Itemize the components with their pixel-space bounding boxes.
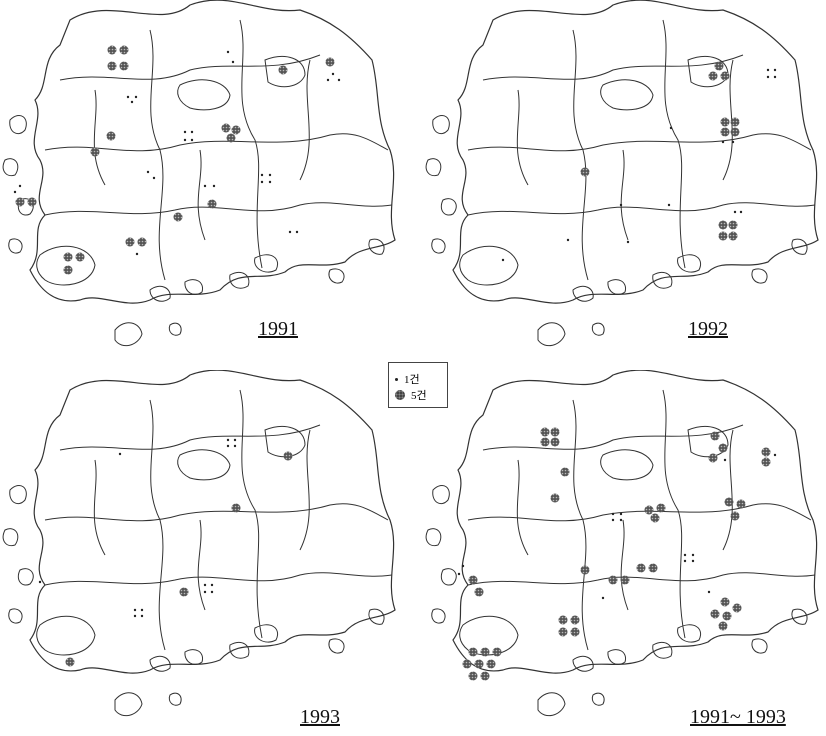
year-label-1991-1993: 1991~ 1993 [690,706,786,728]
year-label-1993: 1993 [300,706,340,728]
incident-markers [38,438,293,667]
map-panel-1991 [0,0,400,360]
legend-item-large: 5건 [395,387,427,403]
map-panel-1993 [0,370,400,730]
korea-map-1991-1993 [425,370,819,717]
legend-item-small: 1건 [395,371,420,387]
year-label-1992: 1992 [688,318,728,340]
legend: 1건 5건 [388,362,448,408]
small-dot-icon [395,377,398,381]
legend-large-label: 5건 [411,390,427,402]
incident-markers [457,427,777,681]
incident-markers [13,45,341,275]
korea-map-1991 [2,0,396,347]
legend-small-label: 1건 [404,374,420,386]
large-dot-icon [395,390,405,400]
korea-map-1992 [425,0,819,347]
year-label-1991: 1991 [258,318,298,340]
map-panel-1991-1993 [420,370,826,730]
korea-map-1993 [2,370,396,717]
incident-markers [501,61,777,262]
map-panel-1992 [420,0,826,360]
